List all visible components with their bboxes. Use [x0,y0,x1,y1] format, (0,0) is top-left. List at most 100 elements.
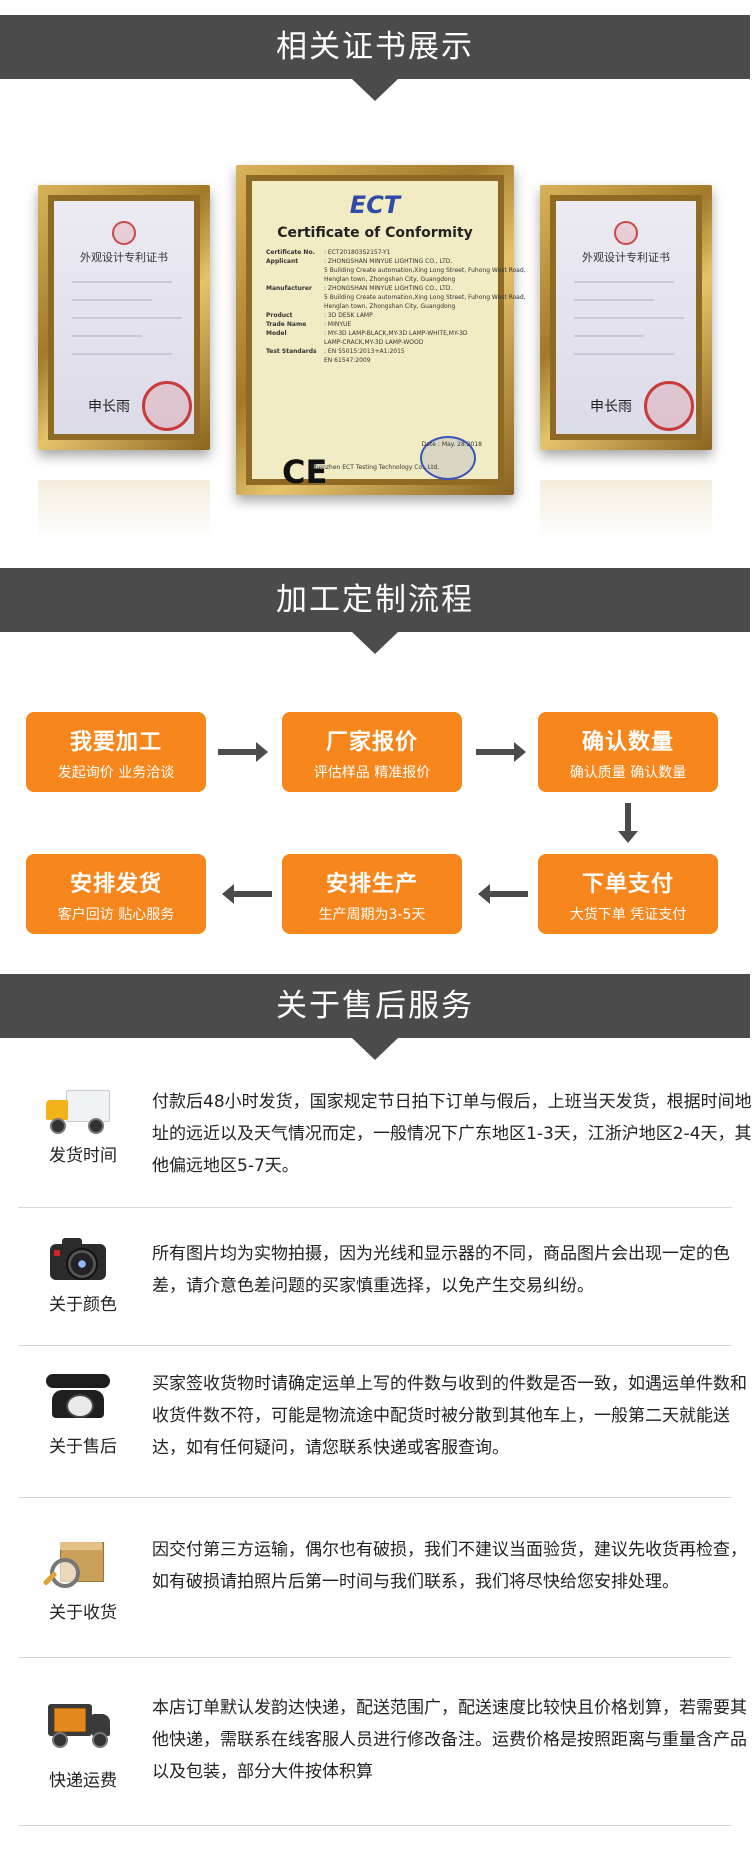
service-text: 本店订单默认发韵达快递，配送范围广，配送速度比较快且价格划算，若需要其他快递，需… [152,1698,747,1782]
ce-mark-icon: CE [282,453,328,491]
certificate-field: Test Standards : EN 55015:2013+A1:2015 [266,348,488,355]
step-subtitle: 评估样品 精准报价 [313,765,431,781]
field-value: 5 Building Create automation,Xing Long S… [324,267,526,274]
service-item-shipping-time: 发货时间 付款后48小时发货，国家规定节日拍下订单与假后，上班当天发货，根据时间… [18,1066,752,1208]
field-key: Product [266,312,293,319]
section-title: 关于售后服务 [276,988,474,1024]
divider [18,1825,732,1826]
certificate-title: 外观设计专利证书 [80,251,168,264]
field-key: Model [266,330,287,337]
telephone-icon [38,1370,112,1424]
field-value: Henglan town, Zhongshan City, Guangdong [324,276,456,283]
patent-certificate-right: 外观设计专利证书 申长雨 [540,185,712,450]
divider [18,1497,732,1498]
field-value: : EN 55015:2013+A1:2015 [324,348,405,355]
certificate-title: 外观设计专利证书 [582,251,670,264]
field-key: Certificate No. [266,249,315,256]
seal-icon [644,381,694,431]
section-banner-process: 加工定制流程 [0,568,750,654]
delivery-van-icon [38,1696,112,1750]
field-value: : ECT201803S2157-Y1 [324,249,391,256]
service-label: 关于颜色 [49,1295,117,1315]
service-label: 关于收货 [49,1603,117,1623]
arrow-left-icon [222,884,272,904]
emblem-icon [614,221,638,245]
service-label: 快递运费 [49,1771,117,1791]
service-label: 发货时间 [49,1146,117,1166]
field-value: : 3D DESK LAMP [324,312,373,319]
service-item-receiving: 关于收货 因交付第三方运输，偶尔也有破损，我们不建议当面验货，建议先收货再检查，… [18,1498,747,1658]
process-step-production: 安排生产 生产周期为3-5天 [282,854,462,934]
certificate-field: Henglan town, Zhongshan City, Guangdong [266,303,488,310]
field-value: : MINYUE [324,321,352,328]
process-step-shipping: 安排发货 客户回访 贴心服务 [26,854,206,934]
certificate-title: Certificate of Conformity [277,225,473,241]
field-value: 5 Building Create automation,Xing Long S… [324,294,526,301]
section-banner-service: 关于售后服务 [0,974,750,1060]
signature: 申长雨 [590,399,632,415]
service-text: 付款后48小时发货，国家规定节日拍下订单与假后，上班当天发货，根据时间地址的远近… [152,1092,752,1176]
section-title: 加工定制流程 [276,582,474,618]
certificate-date: Date : May. 28.2018 [421,441,482,448]
divider [18,1207,732,1208]
certificate-gallery: 外观设计专利证书 申长雨 外观设计专利证书 申长雨 [0,150,750,550]
service-item-shipping-fee: 快递运费 本店订单默认发韵达快递，配送范围广，配送速度比较快且价格划算，若需要其… [18,1658,747,1826]
divider [18,1657,732,1658]
ect-certificate: ECT Certificate of Conformity Certificat… [236,165,526,495]
service-text: 所有图片均为实物拍摄，因为光线和显示器的不同，商品图片会出现一定的色差，请介意色… [152,1244,730,1296]
truck-icon [38,1084,112,1138]
step-subtitle: 确认质量 确认数量 [569,765,687,781]
arrow-down-icon [618,803,638,843]
field-value: : ZHONGSHAN MINYUE LIGHTING CO., LTD. [324,258,453,265]
service-text: 因交付第三方运输，偶尔也有破损，我们不建议当面验货，建议先收货再检查，如有破损请… [152,1540,747,1592]
field-value: : MY-3D LAMP-BLACK,MY-3D LAMP-WHITE,MY-3… [324,330,468,337]
arrow-left-icon [478,884,528,904]
certificate-field: EN 61547:2009 [266,357,488,364]
step-subtitle: 客户回访 贴心服务 [57,907,175,923]
banner-pointer [352,79,398,101]
certificate-field: 5 Building Create automation,Xing Long S… [266,267,526,274]
step-title: 下单支付 [581,872,674,897]
emblem-icon [112,221,136,245]
certificate-field: Henglan town, Zhongshan City, Guangdong [266,276,488,283]
certificate-field: Trade Name: MINYUE [266,321,488,328]
certificate-issuer: Shenzhen ECT Testing Technology Co., Ltd… [310,464,440,471]
step-subtitle: 生产周期为3-5天 [318,907,426,923]
field-value: Henglan town, Zhongshan City, Guangdong [324,303,456,310]
stamp-icon [420,436,476,480]
banner-pointer [352,1038,398,1060]
certificate-field: Certificate No. : ECT201803S2157-Y1 [266,249,488,256]
certificate-field: 5 Building Create automation,Xing Long S… [266,294,526,301]
certificate-field: Manufacturer : ZHONGSHAN MINYUE LIGHTING … [266,285,488,292]
banner-pointer [352,632,398,654]
service-label: 关于售后 [49,1437,117,1457]
field-key: Manufacturer [266,285,312,292]
arrow-right-icon [218,742,268,762]
arrow-right-icon [476,742,526,762]
step-title: 安排发货 [69,872,162,897]
certificate-field: Model : MY-3D LAMP-BLACK,MY-3D LAMP-WHITE… [266,330,488,337]
field-value: LAMP-CRACK,MY-3D LAMP-WOOD [324,339,424,346]
field-value: : ZHONGSHAN MINYUE LIGHTING CO., LTD. [324,285,453,292]
patent-certificate-left: 外观设计专利证书 申长雨 [38,185,210,450]
field-value: EN 61547:2009 [324,357,371,364]
step-title: 我要加工 [69,730,162,755]
step-subtitle: 发起询价 业务洽谈 [57,765,175,781]
certificate-field: LAMP-CRACK,MY-3D LAMP-WOOD [266,339,488,346]
field-key: Applicant [266,258,299,265]
step-title: 厂家报价 [325,730,418,755]
camera-icon [38,1232,112,1286]
step-subtitle: 大货下单 凭证支付 [569,907,687,923]
certificate-field: Applicant : ZHONGSHAN MINYUE LIGHTING CO.… [266,258,488,265]
step-title: 确认数量 [581,730,674,755]
process-step-confirm-quantity: 确认数量 确认质量 确认数量 [538,712,718,792]
divider [18,1345,732,1346]
field-key: Test Standards [266,348,317,355]
process-step-quote: 厂家报价 评估样品 精准报价 [282,712,462,792]
process-step-inquiry: 我要加工 发起询价 业务洽谈 [26,712,206,792]
signature: 申长雨 [88,399,130,415]
service-text: 买家签收货物时请确定运单上写的件数与收到的件数是否一致，如遇运单件数和收货件数不… [152,1374,747,1458]
service-item-color: 关于颜色 所有图片均为实物拍摄，因为光线和显示器的不同，商品图片会出现一定的色差… [18,1208,732,1346]
process-step-order-payment: 下单支付 大货下单 凭证支付 [538,854,718,934]
